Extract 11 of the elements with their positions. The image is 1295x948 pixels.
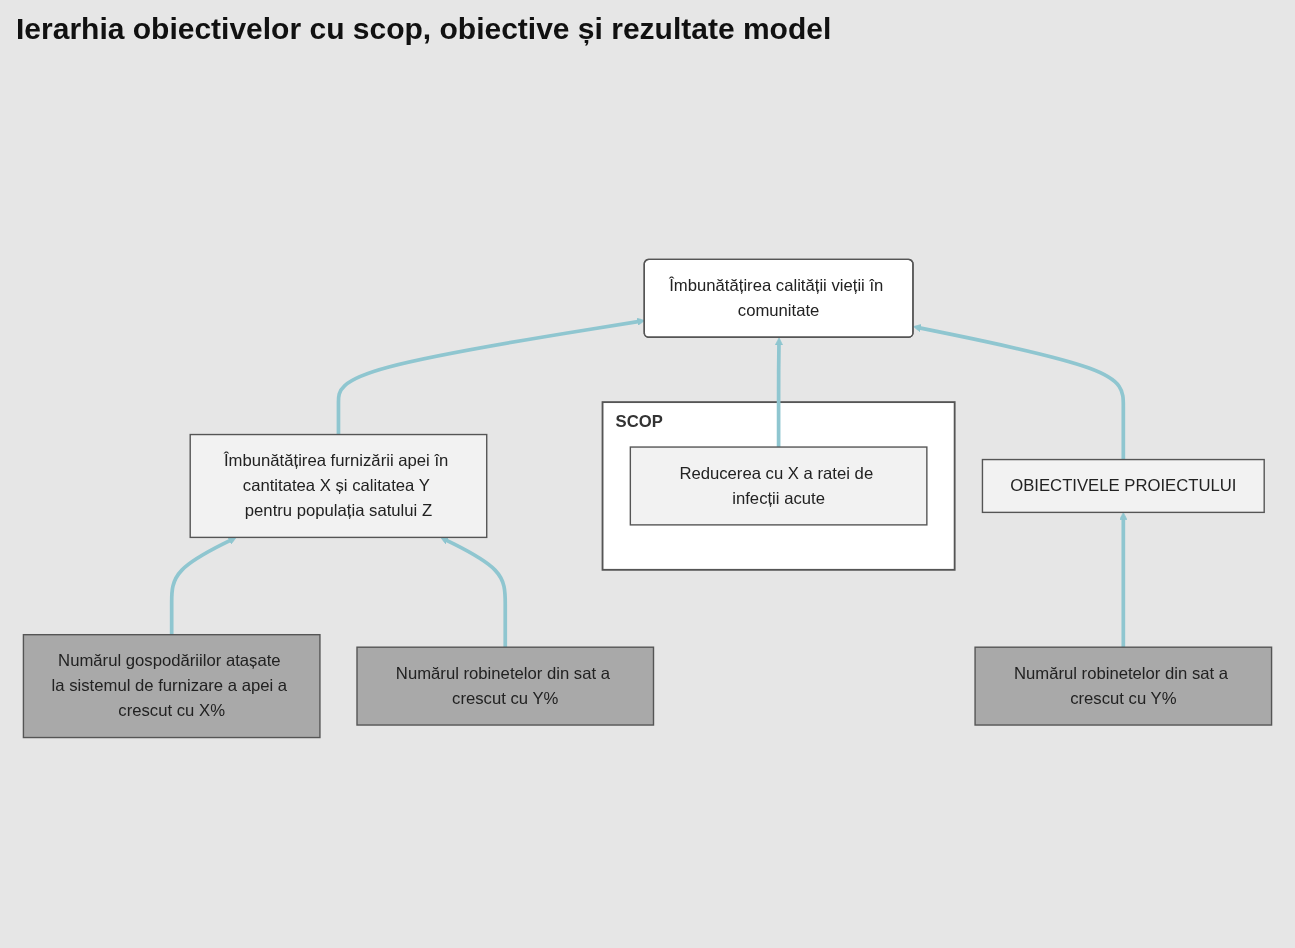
arrow — [1119, 511, 1128, 647]
arrow — [440, 536, 508, 647]
diagram-title: Ierarhia obiectivelor cu scop, obiective și rezultate model — [16, 12, 833, 46]
arrow — [913, 323, 1126, 460]
node-box: Numărul robinetelor din sat a crescut cu Y% — [356, 646, 655, 726]
node-box: OBIECTIVELE PROIECTULUI — [981, 458, 1265, 513]
node-box: Îmbunătățirea furnizării apei în cantitatea X și calitatea Y pentru populația satului Z — [189, 433, 488, 538]
node-box: Numărul gospodăriilor atașate la sistemul de furnizare a apei a crescut cu X% — [22, 633, 321, 738]
node-box: Numărul robinetelor din sat a crescut cu Y% — [974, 646, 1273, 726]
arrow — [169, 536, 237, 635]
node-box: Reducerea cu X a ratei de infecții acute — [629, 445, 928, 526]
